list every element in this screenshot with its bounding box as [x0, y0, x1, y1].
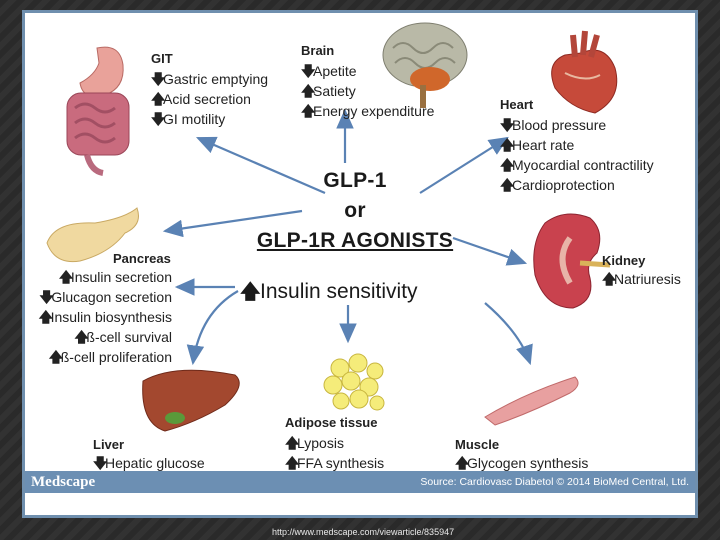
- up-arrow-icon: 🡅: [38, 309, 53, 325]
- muscle-effect-text: Glycogen synthesis: [467, 455, 589, 471]
- center-label-line3: GLP-1R AGONISTS: [256, 229, 454, 252]
- medscape-logo: Medscape: [31, 474, 96, 490]
- up-arrow-icon: 🡅: [301, 83, 316, 99]
- gut-effect: 🡅Acid secretion: [151, 89, 251, 109]
- heart-effect: 🡅Cardioprotection: [500, 175, 615, 195]
- insulin-sensitivity: 🡅Insulin sensitivity: [240, 277, 418, 311]
- up-arrow-icon: 🡅: [58, 269, 74, 285]
- adipose-title: Adipose tissue: [285, 415, 378, 430]
- pancreas-effect: 🡇Glucagon secretion: [39, 287, 172, 307]
- arrow-to-liver: [186, 290, 239, 366]
- up-arrow-icon: 🡅: [74, 329, 89, 345]
- gut-effect-text: GI motility: [163, 111, 226, 127]
- up-arrow-icon: 🡅: [500, 157, 515, 173]
- adipose-effect-text: Lyposis: [297, 435, 344, 451]
- up-arrow-icon: 🡅: [48, 349, 64, 365]
- down-arrow-icon: 🡇: [93, 455, 108, 471]
- pancreas-effect-text: Insulin secretion: [70, 269, 172, 285]
- up-arrow-icon: 🡅: [455, 455, 470, 471]
- center-label-line1: GLP-1: [323, 169, 387, 192]
- arrow-to-heart: [419, 136, 509, 194]
- down-arrow-icon: 🡇: [39, 289, 54, 305]
- adipose-effect: 🡅FFA synthesis: [285, 453, 384, 473]
- git-title: GIT: [151, 51, 173, 66]
- kidney-effect-text: Natriuresis: [614, 271, 681, 287]
- down-arrow-icon: 🡇: [151, 111, 166, 127]
- heart-effect: 🡅Heart rate: [500, 135, 574, 155]
- heart-effect-text: Heart rate: [512, 137, 575, 153]
- brain-illustration: [382, 22, 468, 108]
- down-arrow-icon: 🡇: [151, 71, 166, 87]
- kidney-effect: 🡅Natriuresis: [602, 269, 681, 289]
- brain-effect-text: Satiety: [313, 83, 356, 99]
- up-arrow-icon: 🡅: [240, 281, 261, 303]
- heart-title: Heart: [500, 97, 534, 112]
- liver-effect-text: Hepatic glucose: [105, 455, 205, 471]
- adipose-illustration: [323, 353, 385, 411]
- gut-effect: 🡇Gastric emptying: [151, 69, 268, 89]
- pancreas-illustration: [46, 207, 139, 263]
- connector-arrows: [162, 108, 533, 366]
- up-arrow-icon: 🡅: [602, 271, 617, 287]
- gut-effect-text: Gastric emptying: [163, 71, 269, 87]
- diagram-canvas: GIT 🡇Gastric emptying🡅Acid secretion🡇GI …: [25, 13, 695, 493]
- heart-effect-text: Blood pressure: [512, 117, 607, 133]
- gut-effect: 🡇GI motility: [151, 109, 225, 129]
- pancreas-effect-text: Glucagon secretion: [51, 289, 172, 305]
- heart-illustration: [551, 30, 618, 114]
- down-arrow-icon: 🡇: [301, 63, 316, 79]
- brain-title: Brain: [301, 43, 335, 58]
- liver-effect: 🡇Hepatic glucose: [93, 453, 205, 473]
- git-illustration: [66, 46, 130, 176]
- arrow-to-muscle: [484, 302, 533, 366]
- source-credit: Source: Cardiovasc Diabetol © 2014 BioMe…: [420, 476, 689, 488]
- pancreas-title: Pancreas: [113, 251, 171, 266]
- brain-effect-text: Apetite: [313, 63, 357, 79]
- brain-effect: 🡇Apetite: [301, 61, 357, 81]
- up-arrow-icon: 🡅: [151, 91, 166, 107]
- kidney-title: Kidney: [602, 253, 646, 268]
- muscle-title: Muscle: [455, 437, 500, 452]
- arrow-to-git: [195, 136, 326, 195]
- pancreas-effect: 🡅ß-cell survival: [74, 327, 172, 347]
- kidney-illustration: [533, 213, 611, 309]
- pancreas-effect-text: Insulin biosynthesis: [50, 309, 172, 325]
- up-arrow-icon: 🡅: [285, 455, 300, 471]
- insulin-sensitivity-text: Insulin sensitivity: [260, 280, 418, 303]
- muscle-effect: 🡅Glycogen synthesis: [455, 453, 588, 473]
- up-arrow-icon: 🡅: [500, 137, 515, 153]
- brain-effect: 🡅Energy expenditure: [301, 101, 434, 121]
- pancreas-effect-text: ß-cell survival: [86, 329, 172, 345]
- heart-effect: 🡅Myocardial contractility: [500, 155, 654, 175]
- adipose-effect-text: FFA synthesis: [297, 455, 385, 471]
- heart-effect-text: Myocardial contractility: [512, 157, 654, 173]
- brain-effect-text: Energy expenditure: [313, 103, 435, 119]
- pancreas-effect-text: ß-cell proliferation: [60, 349, 172, 365]
- gut-effect-text: Acid secretion: [163, 91, 251, 107]
- pancreas-effect: 🡅Insulin biosynthesis: [39, 307, 172, 327]
- heart-effect-text: Cardioprotection: [512, 177, 615, 193]
- liver-illustration: [142, 369, 240, 432]
- figure-frame: GIT 🡇Gastric emptying🡅Acid secretion🡇GI …: [22, 10, 698, 518]
- up-arrow-icon: 🡅: [500, 177, 515, 193]
- up-arrow-icon: 🡅: [285, 435, 300, 451]
- heart-effect: 🡇Blood pressure: [500, 115, 606, 135]
- down-arrow-icon: 🡇: [500, 117, 515, 133]
- pancreas-effect: 🡅ß-cell proliferation: [49, 347, 172, 367]
- pancreas-effect: 🡅Insulin secretion: [59, 267, 172, 287]
- illustrations: [46, 22, 618, 432]
- arrow-to-kidney: [452, 236, 528, 266]
- center-label-line2: or: [344, 199, 366, 222]
- brain-effect: 🡅Satiety: [301, 81, 356, 101]
- up-arrow-icon: 🡅: [301, 103, 316, 119]
- source-footer: Medscape Source: Cardiovasc Diabetol © 2…: [25, 471, 695, 493]
- adipose-effect: 🡅Lyposis: [285, 433, 344, 453]
- liver-title: Liver: [93, 437, 125, 452]
- article-url[interactable]: http://www.medscape.com/viewarticle/8359…: [272, 527, 455, 537]
- arrow-to-pancreas: [162, 209, 303, 238]
- muscle-illustration: [484, 376, 579, 426]
